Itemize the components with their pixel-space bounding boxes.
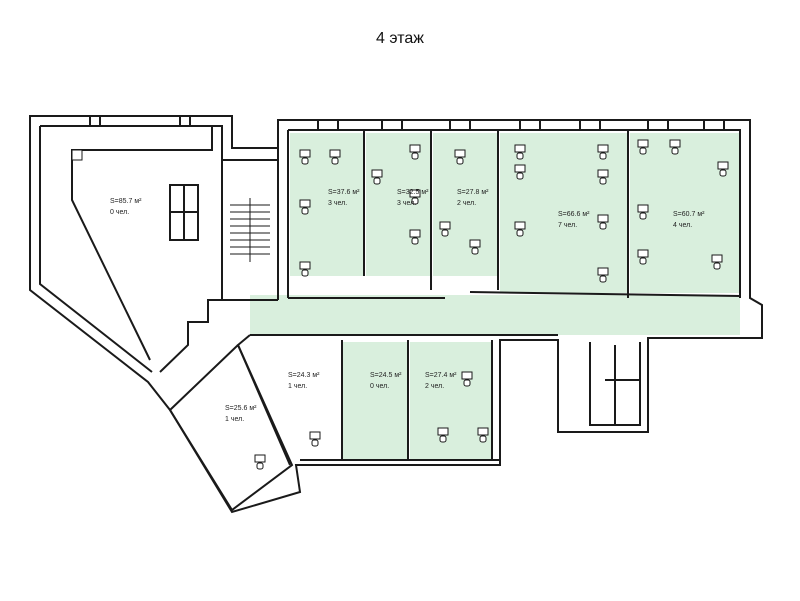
room-fill-r8[interactable] [342,342,408,460]
room-r1-area: S=85.7 м² [110,198,142,205]
room-fills [250,133,740,460]
room-r3-area: S=32.5 м² [397,189,429,196]
room-fill-r9[interactable] [410,342,492,460]
room-r3-people: 3 чел. [397,200,416,207]
floor-title: 4 этаж [376,30,424,47]
corridor-fill [250,295,740,335]
room-r2-people: 3 чел. [328,200,347,207]
room-r8-people: 0 чел. [370,383,389,390]
room-fill-r6[interactable] [630,133,740,293]
room-r10-area: S=25.6 м² [225,405,257,412]
room-r5-area: S=66.6 м² [558,211,590,218]
room-r6-people: 4 чел. [673,222,692,229]
room-r1-people: 0 чел. [110,209,129,216]
room-r2-area: S=37.6 м² [328,189,360,196]
room-r4-people: 2 чел. [457,200,476,207]
room-r8-area: S=24.5 м² [370,372,402,379]
room-r9-people: 2 чел. [425,383,444,390]
walls [29,115,763,514]
room-r9-area: S=27.4 м² [425,372,457,379]
room-r7-area: S=24.3 м² [288,372,320,379]
room-fill-r5[interactable] [500,133,628,293]
room-r7-people: 1 чел. [288,383,307,390]
stairs [230,198,270,262]
room-r10-people: 1 чел. [225,416,244,423]
room-fill-r4[interactable] [433,133,498,276]
room-labels: S=85.7 м² 0 чел. S=37.6 м² 3 чел. S=32.5… [110,189,705,423]
room-r6-area: S=60.7 м² [673,211,705,218]
meeting-table [71,149,199,241]
room-fill-r3[interactable] [366,133,431,276]
room-r5-people: 7 чел. [558,222,577,229]
room-r4-area: S=27.8 м² [457,189,489,196]
